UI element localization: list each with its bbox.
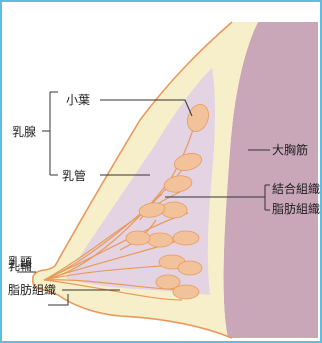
label-mammary-gland: 乳腺 bbox=[12, 125, 36, 139]
mammary-gland-bracket bbox=[42, 92, 58, 175]
label-fat-tissue-right: 脂肪組織 bbox=[272, 201, 320, 216]
lobule bbox=[178, 261, 202, 275]
label-pectoral-muscle: 大胸筋 bbox=[272, 142, 308, 157]
lobule bbox=[156, 275, 180, 289]
label-connective-tissue: 結合組織 bbox=[272, 181, 320, 196]
lobule bbox=[126, 231, 150, 245]
label-duct: 乳管 bbox=[62, 168, 86, 183]
lobule bbox=[173, 231, 199, 245]
label-areola: 乳輪 bbox=[8, 258, 32, 273]
label-lobule: 小葉 bbox=[66, 93, 90, 107]
label-fat-tissue-bottom: 脂肪組織 bbox=[8, 282, 56, 297]
lobule bbox=[147, 233, 173, 247]
